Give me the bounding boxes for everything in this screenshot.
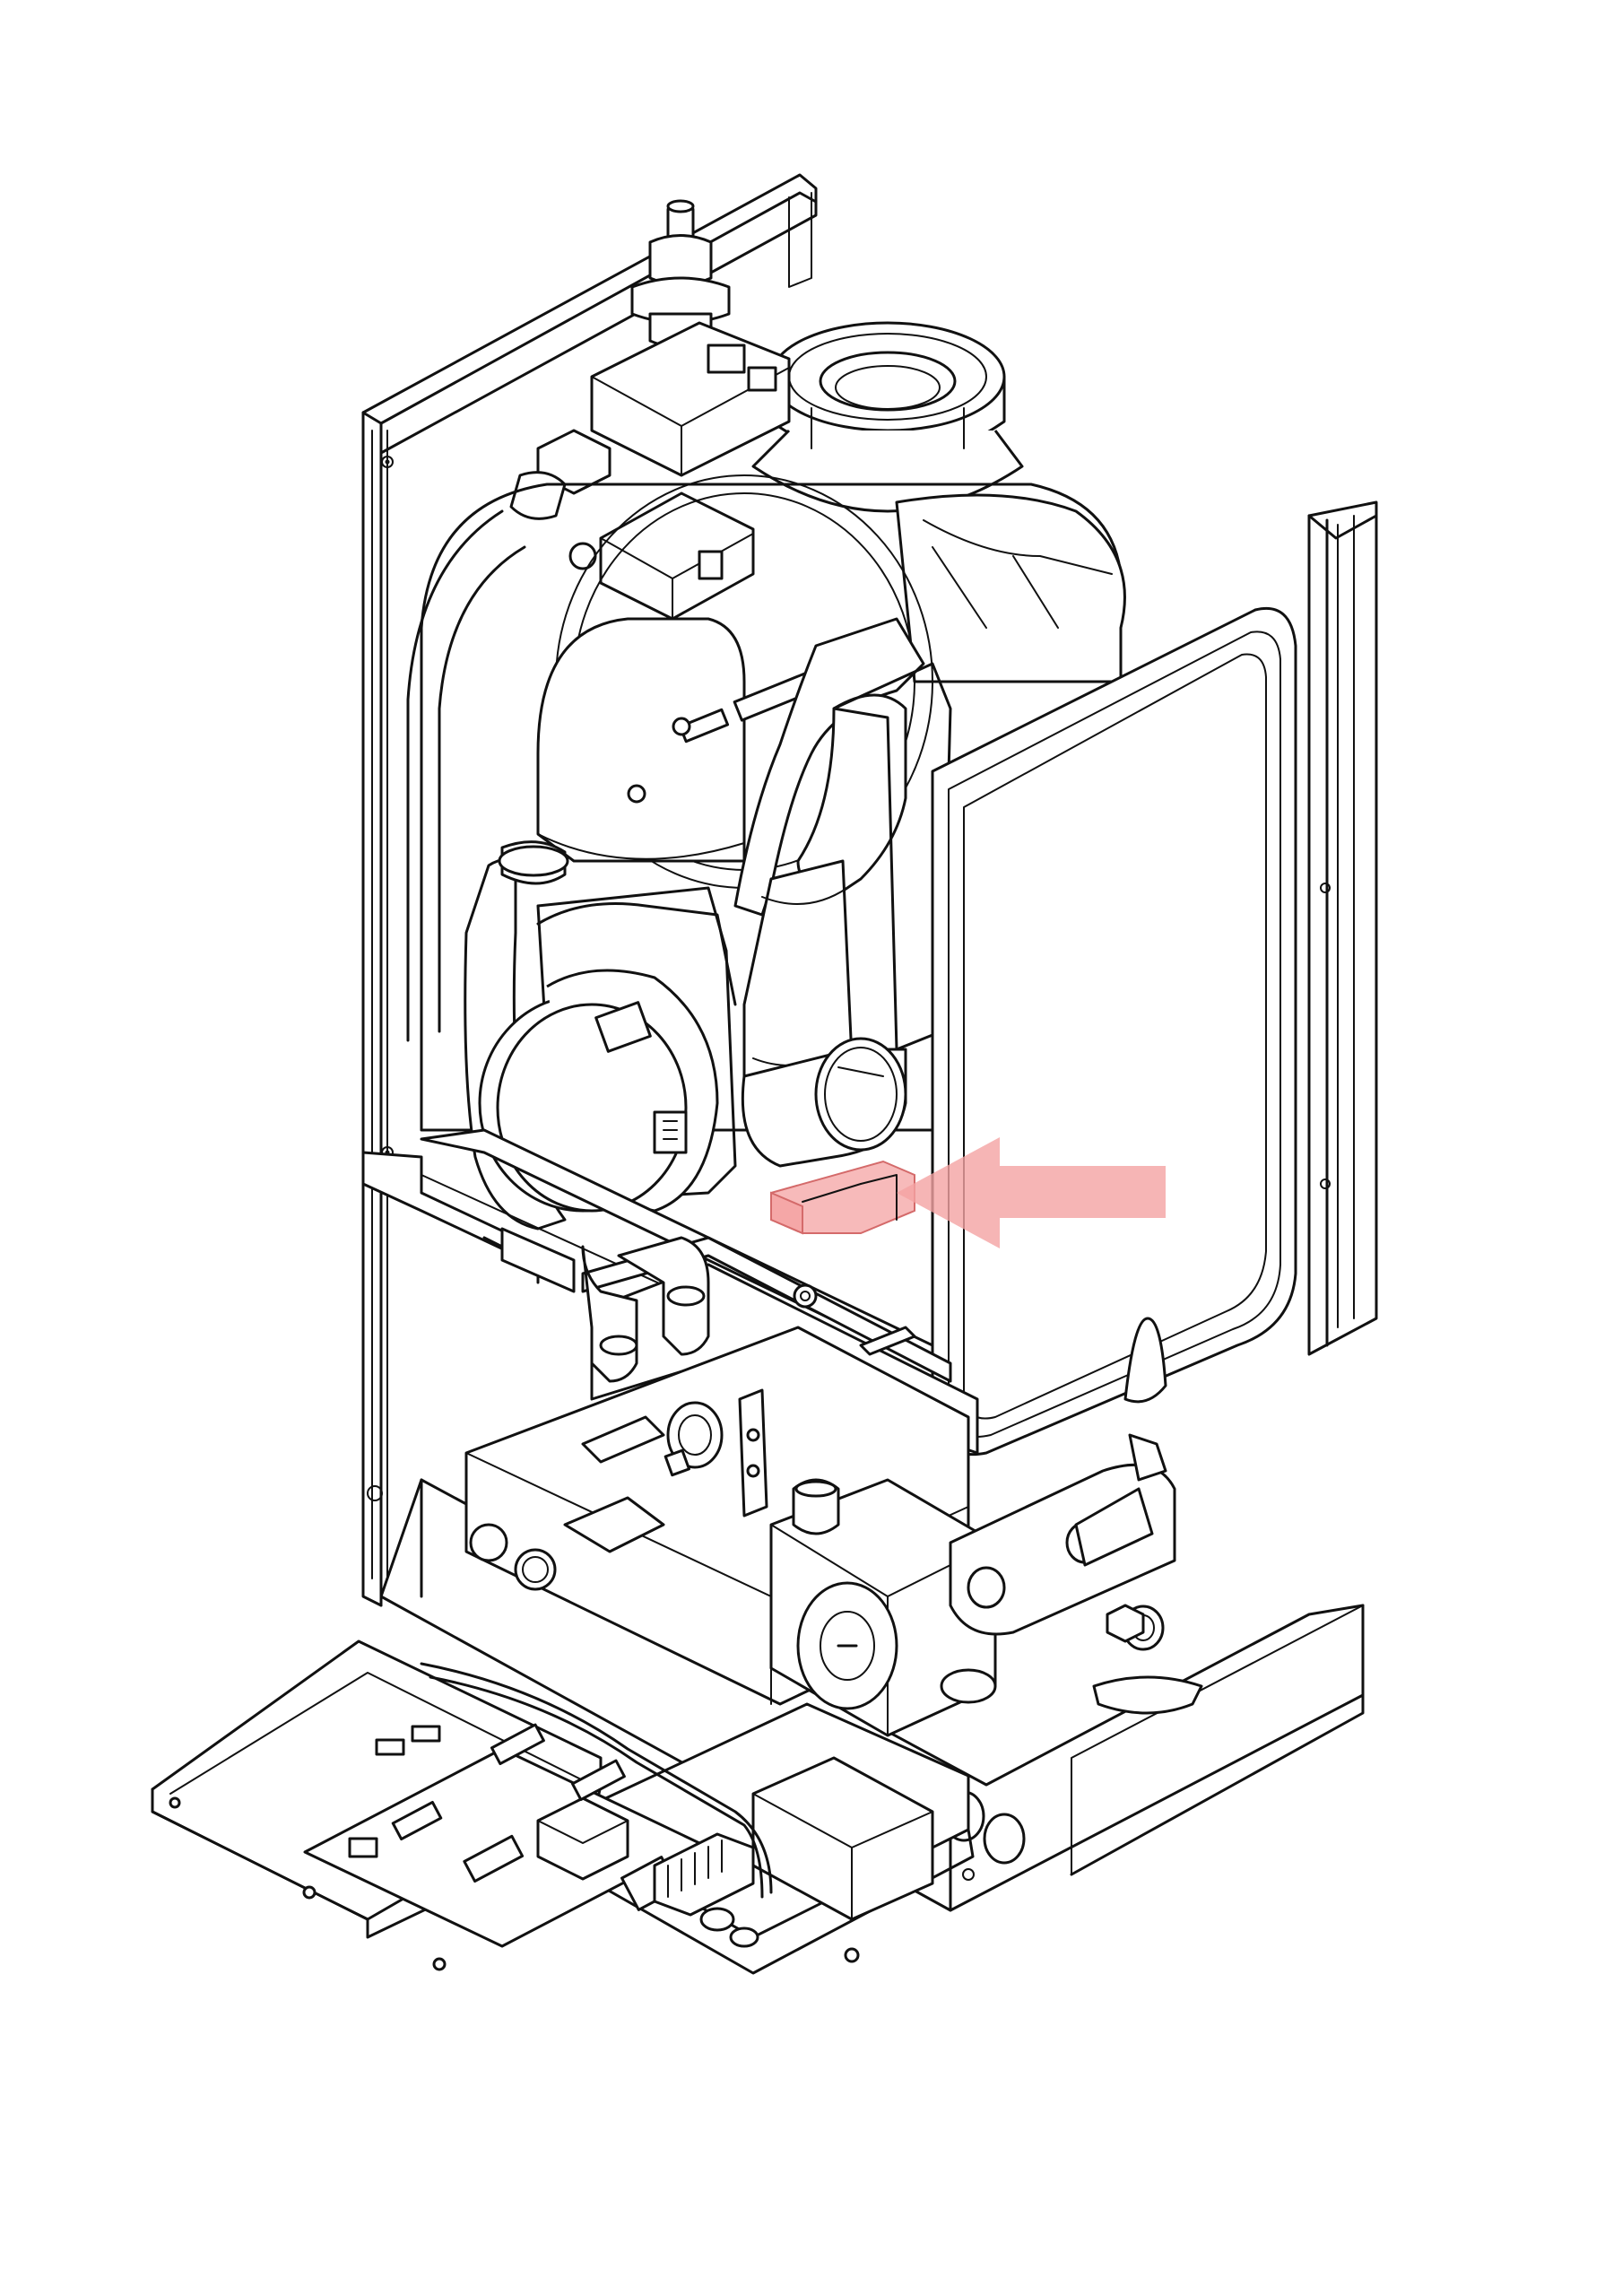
control-panel (151, 1639, 975, 1975)
gas-valve (509, 321, 791, 520)
terminal-block (653, 1832, 755, 1917)
flow-pipe (733, 617, 952, 1168)
flue-outlet (751, 321, 1024, 513)
pressure-switch (664, 1401, 724, 1477)
condensate-trap (770, 1160, 915, 1235)
automatic-air-vent (630, 199, 731, 349)
highlight-arrow (897, 1137, 1166, 1248)
lower-pipes (581, 1236, 710, 1383)
expansion-vessel (931, 606, 1297, 1457)
pump (769, 1433, 1203, 1737)
ignition-unit (568, 491, 755, 621)
